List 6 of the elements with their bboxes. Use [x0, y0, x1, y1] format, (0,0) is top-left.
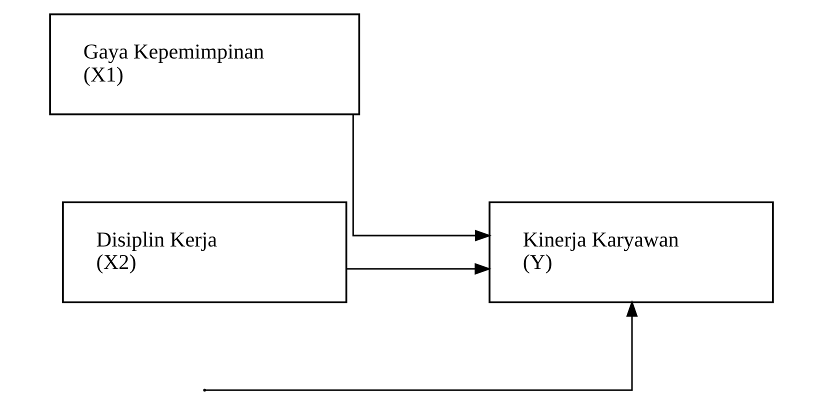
node-box: Gaya Kepemimpinan (X1)	[48, 13, 360, 116]
arrow	[204, 300, 638, 391]
arrow	[352, 114, 492, 242]
node-box: Kinerja Karyawan (Y)	[488, 201, 774, 304]
node-box: Disiplin Kerja (X2)	[62, 201, 347, 304]
arrow	[346, 263, 491, 275]
